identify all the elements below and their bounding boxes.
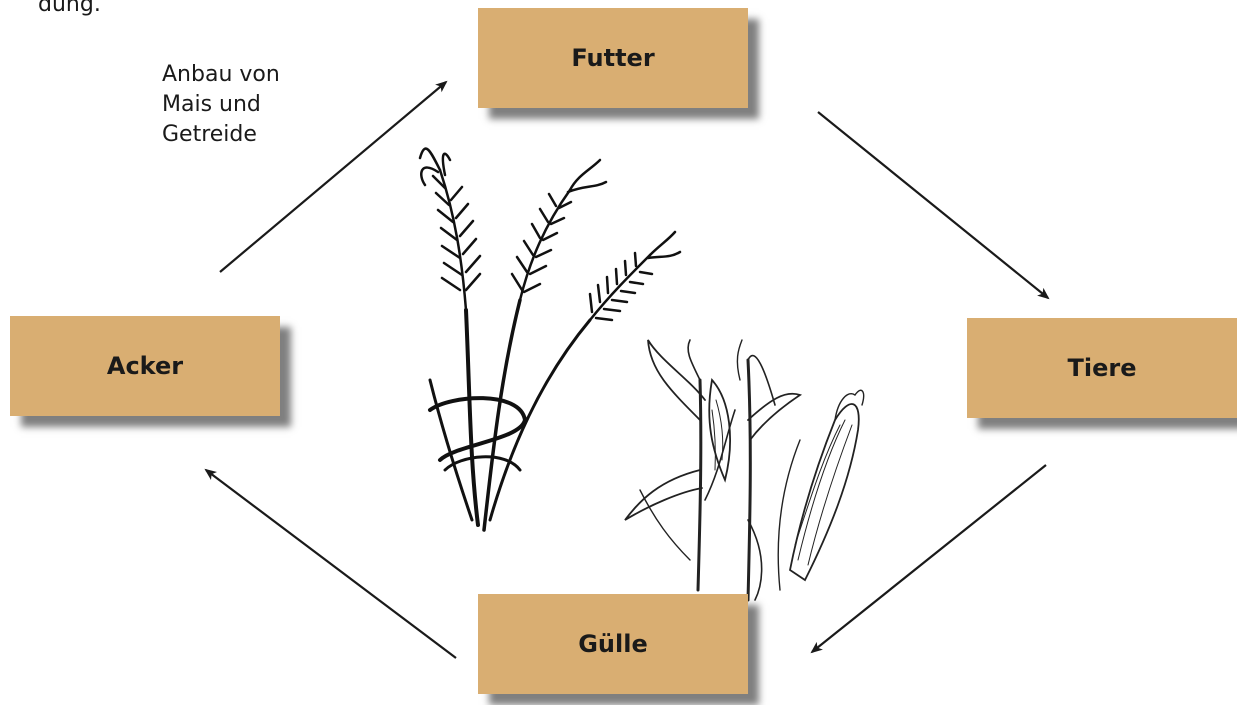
cut-off-text: dung. (38, 0, 101, 18)
node-tiere: Tiere (967, 318, 1237, 418)
arrow-futter-to-tiere (818, 112, 1048, 298)
arrow-tiere-to-guelle (812, 465, 1046, 652)
arrow-guelle-to-acker (206, 470, 456, 658)
wheat-illustration (420, 149, 680, 530)
node-futter: Futter (478, 8, 748, 108)
node-acker-label: Acker (107, 352, 183, 380)
node-acker: Acker (10, 316, 280, 416)
annotation-label: Anbau von Mais und Getreide (162, 60, 280, 150)
node-guelle: Gülle (478, 594, 748, 694)
node-tiere-label: Tiere (1068, 354, 1137, 382)
node-futter-label: Futter (571, 44, 654, 72)
corn-illustration (625, 340, 864, 600)
node-guelle-label: Gülle (578, 630, 648, 658)
